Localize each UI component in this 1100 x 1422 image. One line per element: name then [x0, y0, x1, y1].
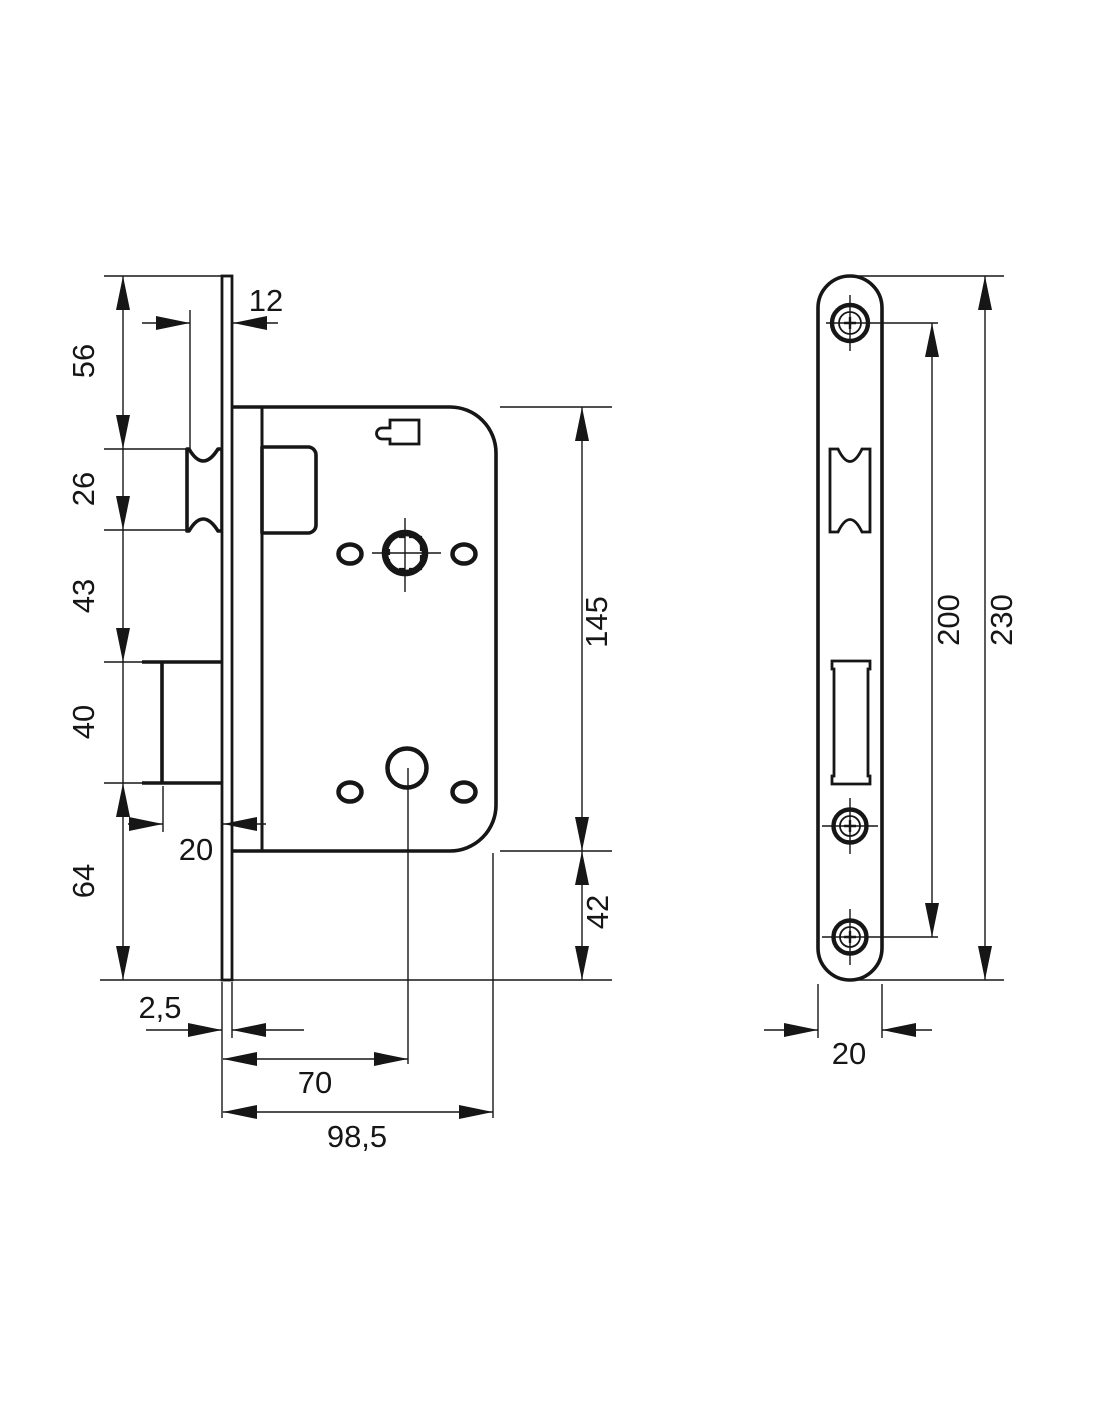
- dim-label-42: 42: [580, 895, 615, 929]
- screw-top-outer: [829, 302, 871, 344]
- arrow-down-980: [116, 946, 130, 980]
- screw-middle-slot: [844, 820, 856, 832]
- latch-bolt-tail: [260, 445, 318, 535]
- arrow-left-backset: [223, 1052, 257, 1066]
- arrow-left-depth: [223, 1105, 257, 1119]
- arrow-left-deadbolt: [223, 817, 257, 831]
- screw-bottom-inner: [839, 926, 861, 948]
- arrow-right-latch: [156, 316, 190, 330]
- screw-middle-outer: [831, 807, 869, 845]
- dim-label-2-5: 2,5: [138, 990, 181, 1025]
- dim-label-200: 200: [931, 594, 966, 646]
- latch-bolt-head: [185, 447, 224, 533]
- dim-label-43: 43: [66, 579, 101, 613]
- dim-label-70: 70: [298, 1065, 332, 1100]
- arrow-up-200: [925, 323, 939, 357]
- dim-label-20-deadbolt: 20: [179, 832, 213, 867]
- latch-cutout: [828, 447, 872, 534]
- arrow-up-42: [575, 851, 589, 885]
- screw-bottom-outer: [831, 918, 869, 956]
- dim-label-26: 26: [66, 472, 101, 506]
- arrow-left-plate-thk: [232, 1023, 266, 1037]
- arrow-down-449: [116, 415, 130, 449]
- arrow-right-plate-width: [784, 1023, 818, 1037]
- fixing-hole-top-right: [450, 542, 478, 566]
- faceplate-dimensions: 200 230 20: [764, 275, 1019, 1071]
- arrow-down-case-bottom: [575, 817, 589, 851]
- arrow-up-783: [116, 783, 130, 817]
- faceplate-view: [816, 274, 938, 982]
- dim-label-20-plate: 20: [832, 1036, 866, 1071]
- extension-lines-right: [817, 275, 1004, 1038]
- spindle-hub: [372, 518, 441, 592]
- dim-label-40: 40: [66, 705, 101, 739]
- faceplate-edge: [220, 274, 234, 982]
- screw-middle: [822, 798, 878, 854]
- dim-label-12: 12: [249, 283, 283, 318]
- dim-label-98-5: 98,5: [327, 1119, 387, 1154]
- deadbolt: [142, 660, 222, 785]
- fixing-hole-bottom-right: [450, 780, 478, 804]
- screw-bottom: [822, 909, 938, 965]
- arrow-left-plate-width: [882, 1023, 916, 1037]
- dim-label-145: 145: [579, 596, 614, 648]
- screw-top: [826, 295, 938, 351]
- spindle-square-hole: [387, 535, 423, 571]
- dim-label-64: 64: [66, 864, 101, 898]
- screw-top-slot: [844, 317, 856, 329]
- spindle-hole: [381, 529, 429, 577]
- deadbolt-edges: [142, 660, 222, 785]
- dimension-lines-right: [764, 276, 986, 1031]
- faceplate-front: [816, 274, 884, 982]
- dim-label-230: 230: [984, 594, 1019, 646]
- stop-notch: [375, 418, 421, 446]
- arrow-down-230: [978, 946, 992, 980]
- arrow-left-faceplate: [233, 316, 267, 330]
- screw-bottom-slot: [844, 931, 856, 943]
- arrow-right-plate-thk: [188, 1023, 222, 1037]
- arrow-right-depth: [459, 1105, 493, 1119]
- arrow-down-662: [116, 628, 130, 662]
- dim-label-56: 56: [66, 344, 101, 378]
- fixing-hole-top-left: [336, 542, 364, 566]
- arrow-down-530: [116, 496, 130, 530]
- arrow-down-42: [575, 946, 589, 980]
- arrow-up-230: [978, 276, 992, 310]
- screw-top-inner: [838, 311, 862, 335]
- deadbolt-cutout: [830, 659, 872, 786]
- lock-case-dimensions: 12 56 26 43 40 64 20 2,5 70 98,5 145 42: [66, 275, 615, 1154]
- lock-case-view: [142, 274, 498, 982]
- arrow-right-deadbolt: [129, 817, 163, 831]
- arrow-up-case-top: [575, 407, 589, 441]
- fixing-hole-bottom-left: [336, 780, 364, 804]
- arrow-right-backset: [374, 1052, 408, 1066]
- arrow-up-276: [116, 276, 130, 310]
- screw-middle-inner: [839, 815, 861, 837]
- cylinder-hole: [385, 746, 429, 790]
- arrow-down-200: [925, 903, 939, 937]
